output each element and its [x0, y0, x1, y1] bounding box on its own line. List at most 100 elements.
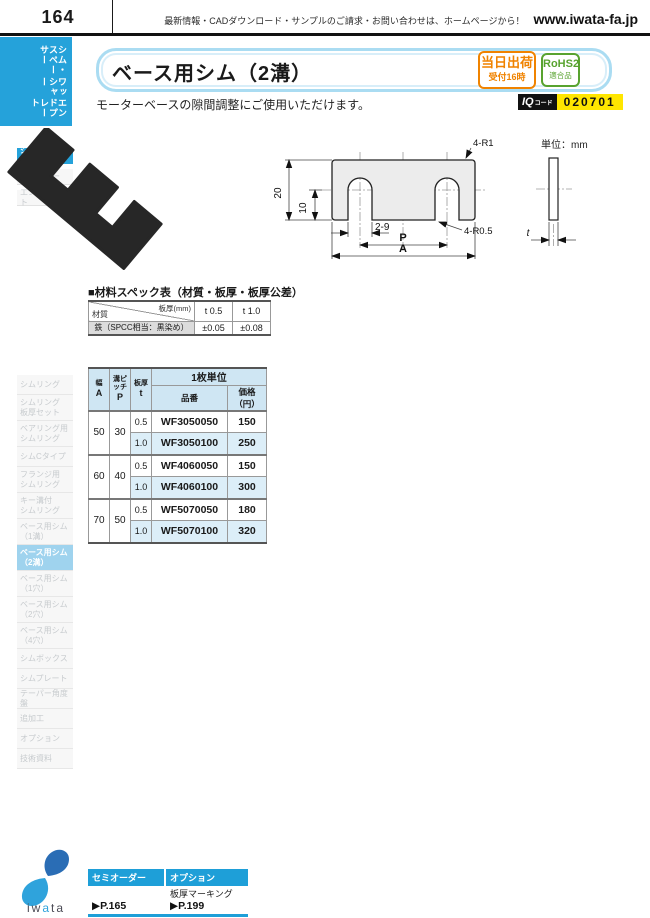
option-cell: 板厚マーキング ▶P.199	[166, 886, 248, 914]
cell-thickness: 1.0	[130, 432, 152, 455]
dim-thickness-label: t	[527, 228, 531, 239]
header-note: 最新情報・CADダウンロード・サンプルのご請求・お問い合わせは、ホームページから…	[164, 16, 525, 26]
option-header: オプション	[166, 869, 248, 886]
col-header-pitch: 溝ピッチ P	[109, 367, 131, 411]
semi-order-page-link[interactable]: ▶P.165	[92, 900, 127, 912]
cell-price: 320	[227, 520, 267, 543]
sidebar-item-shimplate[interactable]: シムプレート	[17, 669, 73, 689]
spec-row: 鉄（SPCC相当：黒染め） ±0.05 ±0.08	[88, 320, 271, 336]
category-tab-line: シム・スペーサー	[39, 45, 67, 75]
sidebar-item-flange-shimring[interactable]: フランジ用 シムリング	[17, 467, 73, 493]
cell-price: 180	[227, 497, 267, 521]
sidebar-item-shimbox[interactable]: シムボックス	[17, 649, 73, 669]
product-menu: シムリング シムリング 板厚セット ベアリング用 シムリング シムCタイプ フラ…	[17, 375, 73, 769]
col-header-width: 幅 A	[88, 367, 110, 411]
dim-pitch-label: P	[399, 232, 406, 244]
table-row: 1.0 WF5070100 320	[89, 520, 267, 543]
product-description: モーターベースの隙間調整にご使用いただけます。	[96, 98, 370, 112]
category-tab-line: エンドプレート	[30, 97, 67, 118]
cell-part-number: WF5070050	[151, 497, 228, 521]
sidebar-item-taper[interactable]: テーパー角度盤	[17, 689, 73, 709]
table-row: 70 50 0.5 WF5070050 180	[88, 497, 267, 543]
cell-price: 150	[227, 409, 267, 433]
callout-corner-label: 4-R1	[473, 138, 494, 149]
same-day-cutoff: 受付16時	[488, 72, 526, 83]
header-bar	[0, 33, 650, 36]
cell-width: 70	[88, 497, 110, 543]
cell-price: 150	[227, 453, 267, 477]
iwata-logo: iwata	[14, 845, 78, 915]
sidebar-item-baseshim-4hole[interactable]: ベース用シム （4穴）	[17, 623, 73, 649]
col-header-price: 価格（円）	[227, 384, 267, 411]
cell-pitch: 50	[109, 497, 131, 543]
iq-code-value: 020701	[556, 94, 623, 110]
rohs-badge: RoHS2 適合品	[541, 53, 580, 87]
sidebar-item-option[interactable]: オプション	[17, 729, 73, 749]
footer-links: セミオーダー オプション ▶P.165 板厚マーキング ▶P.199	[88, 869, 248, 917]
dim-slot-width-lines	[331, 222, 389, 237]
col-header-unit-group: 1枚単位	[151, 367, 267, 386]
spec-corner-cell: 板厚(mm) 材質	[88, 300, 195, 322]
sidebar-item-shim-ctype[interactable]: シムCタイプ	[17, 447, 73, 467]
cell-thickness: 0.5	[130, 453, 152, 477]
col-header-thickness: 板厚 t	[130, 367, 152, 411]
sidebar-item-baseshim-1hole[interactable]: ベース用シム （1穴）	[17, 571, 73, 597]
dim-20-label: 20	[273, 187, 284, 199]
cell-thickness: 0.5	[130, 409, 152, 433]
cell-thickness: 1.0	[130, 520, 152, 543]
header-divider	[112, 0, 113, 33]
table-row: 1.0 WF3050100 250	[89, 432, 267, 455]
material-spec-table: 板厚(mm) 材質 t 0.5 t 1.0 鉄（SPCC相当：黒染め） ±0.0…	[88, 300, 271, 336]
sidebar-item-shimring-set[interactable]: シムリング 板厚セット	[17, 395, 73, 421]
spec-tolerance-t10: ±0.08	[232, 320, 271, 336]
callout-slot-leader	[438, 221, 463, 231]
spec-material: 鉄（SPCC相当：黒染め）	[88, 320, 195, 336]
spec-corner-bottom: 材質	[92, 309, 108, 319]
cell-part-number: WF3050050	[151, 409, 228, 433]
cell-part-number: WF4060100	[151, 476, 228, 499]
spec-col-t10: t 1.0	[232, 300, 271, 322]
sidebar-item-tech-docs[interactable]: 技術資料	[17, 749, 73, 769]
dim-thickness-lines	[531, 222, 576, 246]
cell-thickness: 0.5	[130, 497, 152, 521]
title-box	[96, 48, 612, 92]
cell-price: 300	[227, 476, 267, 499]
table-row: 1.0 WF4060100 300	[89, 476, 267, 499]
dim-10-label: 10	[298, 202, 309, 214]
material-spec-title: ■材料スペック表（材質・板厚・板厚公差）	[88, 287, 303, 299]
dim-width-label: A	[399, 243, 407, 255]
spec-corner-top: 板厚(mm)	[158, 304, 192, 313]
unit-label: 単位：mm	[541, 138, 588, 151]
option-item-label: 板厚マーキング	[170, 889, 233, 899]
cell-part-number: WF5070100	[151, 520, 228, 543]
same-day-label: 当日出荷	[480, 55, 533, 70]
cell-width: 60	[88, 453, 110, 499]
category-tab[interactable]: シム・スペーサー ワッシャー エンドプレート	[0, 37, 72, 126]
spec-col-t05: t 0.5	[194, 300, 233, 322]
option-page-link[interactable]: ▶P.199	[170, 900, 205, 912]
site-url-link[interactable]: www.iwata-fa.jp	[533, 11, 639, 27]
col-header-part: 品番	[151, 384, 228, 411]
rohs-sub: 適合品	[549, 71, 572, 81]
semi-order-header: セミオーダー	[88, 869, 164, 886]
page-title: ベース用シム（2溝）	[112, 63, 313, 85]
sidebar-item-extra-machining[interactable]: 追加工	[17, 709, 73, 729]
technical-drawing: 20 10 2-9 P A 4-R1 4-R0.5	[7, 128, 588, 270]
sidebar-item-keyway-shimring[interactable]: キー溝付 シムリング	[17, 493, 73, 519]
product-photo	[7, 128, 163, 270]
svg-text:iwata: iwata	[27, 901, 65, 915]
dim-10-lines	[309, 189, 322, 221]
sidebar-item-baseshim-2groove[interactable]: ベース用シム （2溝）	[17, 545, 73, 571]
sidebar-item-baseshim-2hole[interactable]: ベース用シム （2穴）	[17, 597, 73, 623]
spec-tolerance-t05: ±0.05	[194, 320, 233, 336]
dim-width-lines	[331, 222, 476, 260]
category-tab-line: ワッシャー	[39, 77, 67, 98]
sidebar-item-baseshim-1groove[interactable]: ベース用シム （1溝）	[17, 519, 73, 545]
sidebar-item-bearing-shimring[interactable]: ベアリング用 シムリング	[17, 421, 73, 447]
cell-price: 250	[227, 432, 267, 455]
sidebar-item-shimring[interactable]: シムリング	[17, 375, 73, 395]
front-view-outline	[331, 159, 476, 221]
cell-part-number: WF4060050	[151, 453, 228, 477]
